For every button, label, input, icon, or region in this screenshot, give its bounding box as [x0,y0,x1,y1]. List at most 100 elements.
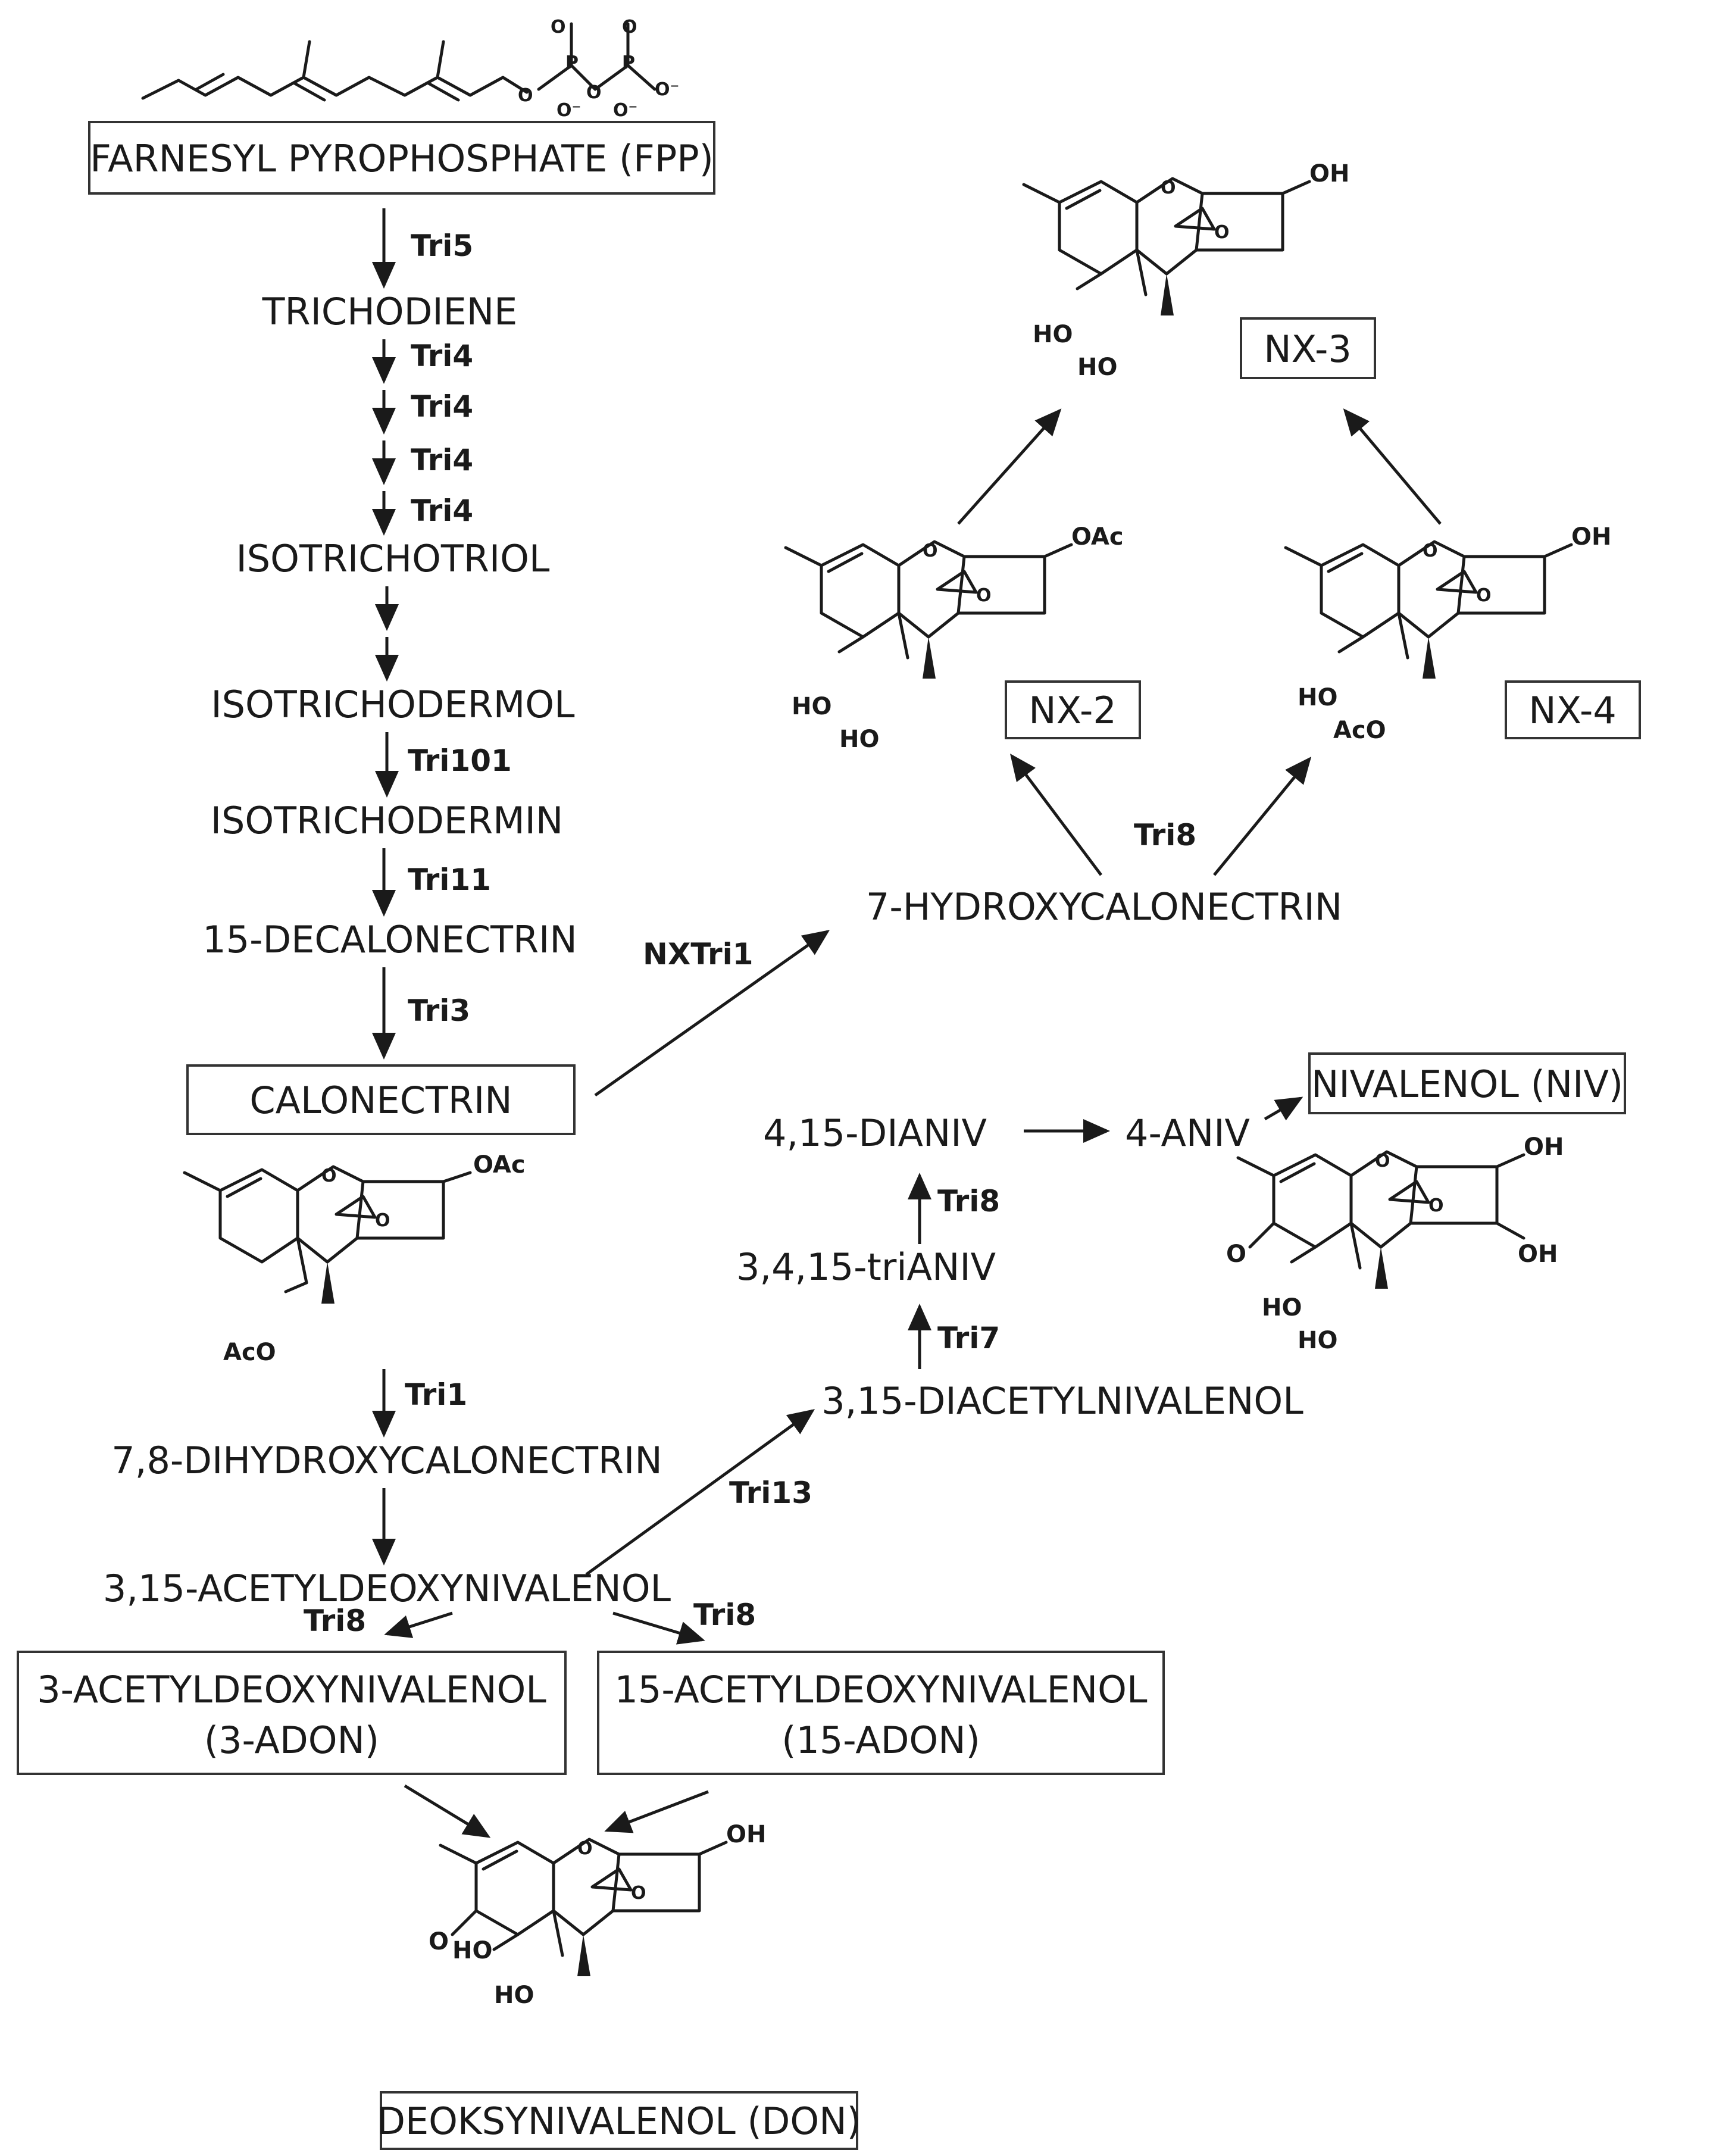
nx2-label: NX-2 [1029,689,1117,732]
trichodiene-label: TRICHODIENE [262,290,518,333]
hydroxycalonectrin-label: 7-HYDROXYCALONECTRIN [866,885,1342,929]
svg-text:HO: HO [1077,354,1117,381]
adon15-label-line1: 15-ACETYLDEOXYNIVALENOL [614,1668,1147,1711]
fpp-structure: O P O P O O O⁻ O⁻ O⁻ [141,17,679,121]
arrow-acetyldon-diacetylniv [585,1409,815,1576]
isotrichotriol-label: ISOTRICHOTRIOL [236,537,550,580]
svg-text:O: O [1161,177,1176,198]
arrow-calonectrin-7hydroxy [594,930,830,1097]
arrow-7hydroxy-nx2 [1010,754,1102,876]
calonectrin-structure: O O OAc AcO [185,1151,526,1366]
svg-text:HO: HO [792,693,831,720]
nx2-structure: O O OAc HO HO [786,523,1124,753]
svg-text:HO: HO [1298,1327,1337,1354]
enzyme-tri101: Tri101 [408,743,512,778]
adon15-box [597,1651,1165,1775]
svg-text:O: O [375,1210,390,1231]
svg-text:OH: OH [1571,523,1611,551]
dianiv-label: 4,15-DIANIV [763,1111,987,1155]
fpp-o-1: O [518,85,533,106]
svg-text:O: O [1214,222,1230,243]
fpp-o-minus-1: O⁻ [557,100,581,121]
arrow-aniv-niv [1264,1096,1303,1121]
fpp-p-1: P [565,52,579,73]
enzyme-tri3: Tri3 [408,993,470,1028]
svg-text:HO: HO [1262,1294,1302,1321]
enzyme-tri13: Tri13 [729,1476,812,1510]
enzyme-tri4-4: Tri4 [411,493,473,528]
nx4-label: NX-4 [1528,689,1617,732]
calonectrin-box [186,1064,576,1135]
isotrichodermol-label: ISOTRICHODERMOL [211,683,575,726]
svg-text:OH: OH [726,1821,766,1848]
arrow-15adon-don [604,1790,709,1833]
dihydroxycalonectrin-label: 7,8-DIHYDROXYCALONECTRIN [111,1439,662,1482]
nx2-box [1005,680,1141,739]
svg-text:HO: HO [494,1982,534,2009]
svg-text:AcO: AcO [223,1339,276,1366]
svg-text:O: O [1428,1195,1444,1216]
svg-text:OH: OH [1524,1133,1564,1161]
aniv-label: 4-ANIV [1125,1111,1250,1155]
niv-box [1308,1052,1626,1114]
diacetylnivalenol-label: 3,15-DIACETYLNIVALENOL [821,1379,1303,1423]
adon3-label-line2: (3-ADON) [204,1718,379,1762]
niv-label: NIVALENOL (NIV) [1311,1063,1623,1106]
adon3-label-line1: 3-ACETYLDEOXYNIVALENOL [37,1668,546,1711]
niv-structure: O O O OH OH HO HO [1226,1133,1564,1354]
svg-text:OAc: OAc [473,1151,526,1179]
svg-text:O: O [1423,540,1438,561]
calonectrin-label: CALONECTRIN [249,1079,512,1122]
svg-text:O: O [1375,1151,1390,1171]
svg-text:O: O [976,585,992,606]
nx4-structure: O O OH HO AcO [1286,523,1611,744]
enzyme-tri4-1: Tri4 [411,339,473,373]
enzyme-tri8-niv: Tri8 [937,1184,1000,1218]
enzyme-nxtri1: NXTri1 [643,937,754,971]
svg-text:O: O [631,1883,646,1904]
arrow-to-15adon [612,1611,705,1645]
svg-text:O: O [923,540,938,561]
don-label: DEOKSYNIVALENOL (DON) [377,2099,861,2143]
svg-text:O: O [577,1838,593,1859]
fpp-o-3: O [551,17,566,38]
nx3-label: NX-3 [1264,327,1352,371]
fpp-o-minus-3: O⁻ [655,79,679,100]
svg-text:OH: OH [1309,160,1349,188]
fpp-o-2: O [586,82,602,103]
nx4-box [1505,680,1641,739]
fpp-p-2: P [622,52,635,73]
enzyme-tri8-15adon: Tri8 [693,1598,756,1632]
svg-text:HO: HO [839,726,879,753]
adon3-box [17,1651,567,1775]
fpp-o-4: O [622,17,637,38]
don-structure: O O O OH HO HO [429,1821,766,2009]
arrow-nx4-nx3 [1343,408,1442,525]
acetyldon-label: 3,15-ACETYLDEOXYNIVALENOL [103,1567,671,1610]
decalonectrin-label: 15-DECALONECTRIN [202,918,577,961]
enzyme-tri4-3: Tri4 [411,443,473,477]
trianiv-label: 3,4,15-triANIV [736,1245,996,1289]
enzyme-tri11: Tri11 [408,863,491,897]
don-box [380,2091,858,2150]
enzyme-tri8-nx: Tri8 [1134,818,1196,852]
svg-text:HO: HO [452,1937,492,1964]
svg-text:O: O [321,1166,337,1186]
enzyme-tri8-3adon: Tri8 [304,1604,366,1638]
arrow-to-3adon [384,1611,453,1638]
svg-text:O: O [1226,1241,1246,1268]
enzyme-tri7: Tri7 [937,1321,1000,1355]
fpp-o-minus-2: O⁻ [613,100,637,121]
svg-text:HO: HO [1298,684,1337,711]
svg-text:O: O [1476,585,1492,606]
fpp-box [88,121,715,195]
nx3-box [1240,317,1376,379]
fpp-label: FARNESYL PYROPHOSPHATE (FPP) [90,137,714,180]
arrow-3adon-don [404,1784,491,1838]
svg-text:AcO: AcO [1333,717,1386,744]
arrow-nx2-nx3 [957,408,1062,525]
adon15-label-line2: (15-ADON) [781,1718,980,1762]
isotrichodermin-label: ISOTRICHODERMIN [211,799,564,842]
nx3-structure: O O OH HO HO [1024,160,1349,381]
